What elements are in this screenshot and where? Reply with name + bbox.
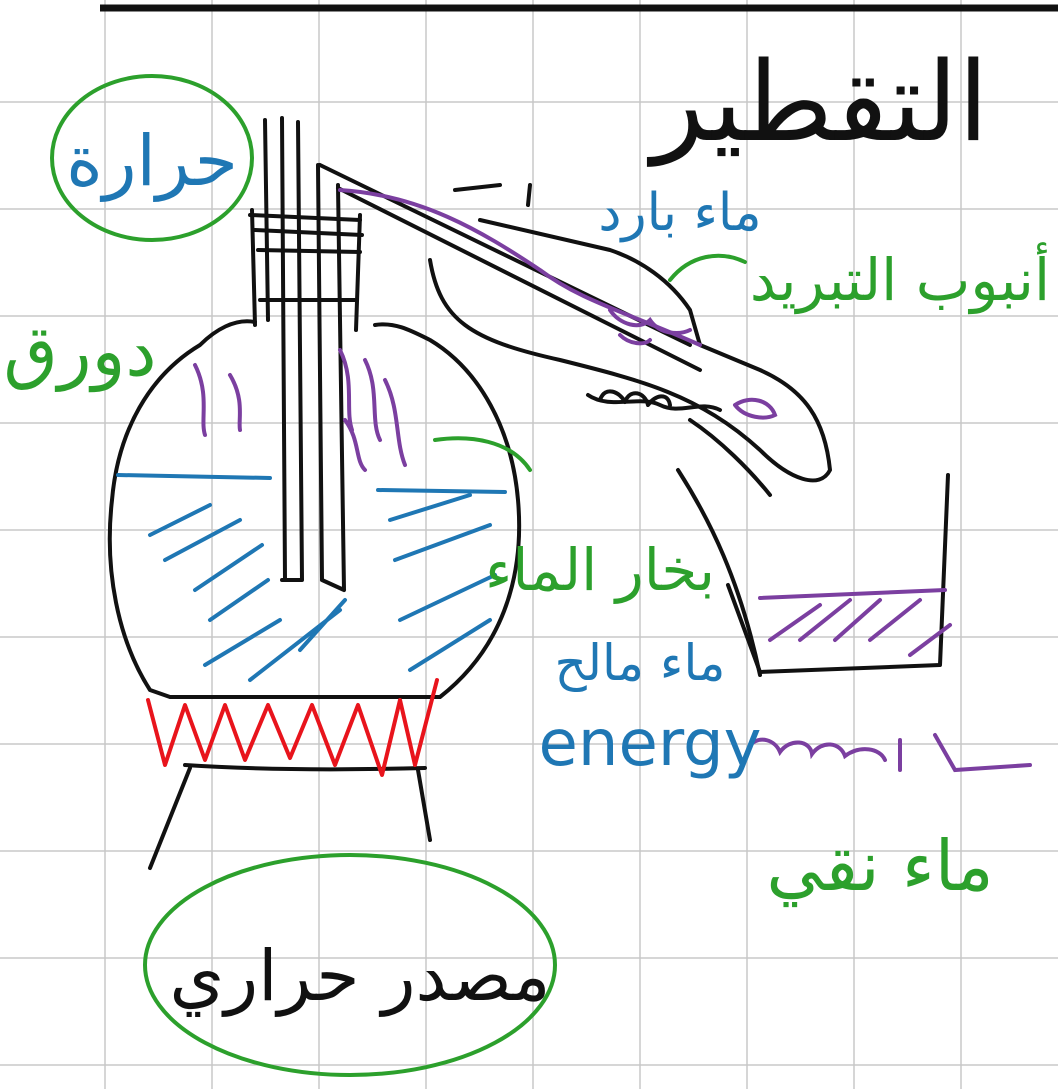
neck-tube xyxy=(316,163,346,592)
water-hatching xyxy=(116,473,507,682)
condenser-tube-label: أنبوب التبريد xyxy=(750,242,1050,315)
neck-left-wall xyxy=(250,208,362,332)
condenser-inner xyxy=(586,393,722,412)
tripod-top xyxy=(183,763,427,772)
pure-water-label: ماء نقي xyxy=(766,825,993,908)
heat-circle xyxy=(50,74,254,242)
green-annotations xyxy=(50,74,747,1077)
heat-source-circle xyxy=(143,853,557,1077)
condenser-lower xyxy=(676,418,772,677)
condenser-squiggle xyxy=(598,389,672,407)
vapor-arrow xyxy=(433,436,532,472)
water-vapor-label: بخار الماء xyxy=(485,536,715,604)
cold-water-label: ماء بارد xyxy=(598,183,761,243)
heat-source-label: مصدر حراري xyxy=(170,935,551,1017)
small-tick xyxy=(453,183,532,207)
condenser-arrow xyxy=(668,253,747,282)
flame-zigzag xyxy=(146,678,439,777)
condenser-jacket xyxy=(428,218,832,483)
beaker xyxy=(726,473,950,674)
thermometer-tube xyxy=(263,116,304,582)
heat-circle-label: حرارة xyxy=(66,120,238,202)
title-text: التقطير xyxy=(646,38,988,167)
neck-marks xyxy=(248,213,364,302)
flask-label: دورق xyxy=(3,310,156,393)
flask-body xyxy=(107,319,522,699)
salty-water-label: ماء مالح xyxy=(555,634,726,693)
vapour-scribbles xyxy=(193,188,1032,773)
tripod-legs xyxy=(148,766,432,870)
apparatus-drawing xyxy=(107,116,950,870)
energy-label: energy xyxy=(539,707,762,781)
